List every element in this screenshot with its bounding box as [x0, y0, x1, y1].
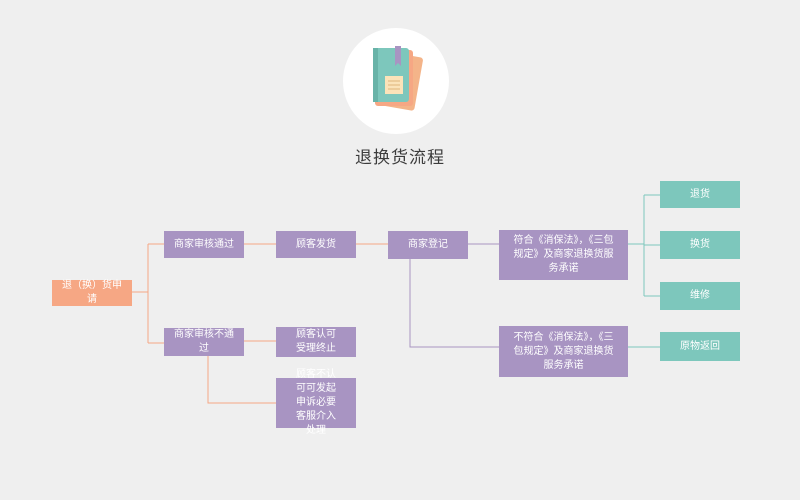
- node-return: 退货: [660, 181, 740, 208]
- node-approved: 商家审核通过: [164, 231, 244, 258]
- book-icon: [373, 46, 423, 111]
- node-customer-ship: 顾客发货: [276, 231, 356, 258]
- node-comply: 符合《消保法》，《三包规定》及商家退换货服务承诺: [499, 230, 628, 280]
- node-accept-end: 顾客认可受理终止: [276, 327, 356, 357]
- connector-comply: [628, 194, 660, 297]
- node-exchange: 换货: [660, 231, 740, 259]
- page-title: 退换货流程: [355, 148, 445, 168]
- node-merchant-register: 商家登记: [388, 231, 468, 259]
- node-apply: 退（换）货申请: [52, 280, 132, 306]
- connector-register: [409, 243, 499, 348]
- node-repair: 维修: [660, 282, 740, 310]
- node-send-back: 原物返回: [660, 332, 740, 361]
- connector-apply: [132, 243, 164, 344]
- connector-rejected: [207, 340, 276, 404]
- node-rejected: 商家审核不通过: [164, 328, 244, 356]
- node-appeal: 顾客不认可可发起申诉必要客服介入处理: [276, 369, 356, 436]
- node-not-comply: 不符合《消保法》，《三包规定》及商家退换货服务承诺: [499, 326, 628, 377]
- logo-circle: [343, 28, 449, 134]
